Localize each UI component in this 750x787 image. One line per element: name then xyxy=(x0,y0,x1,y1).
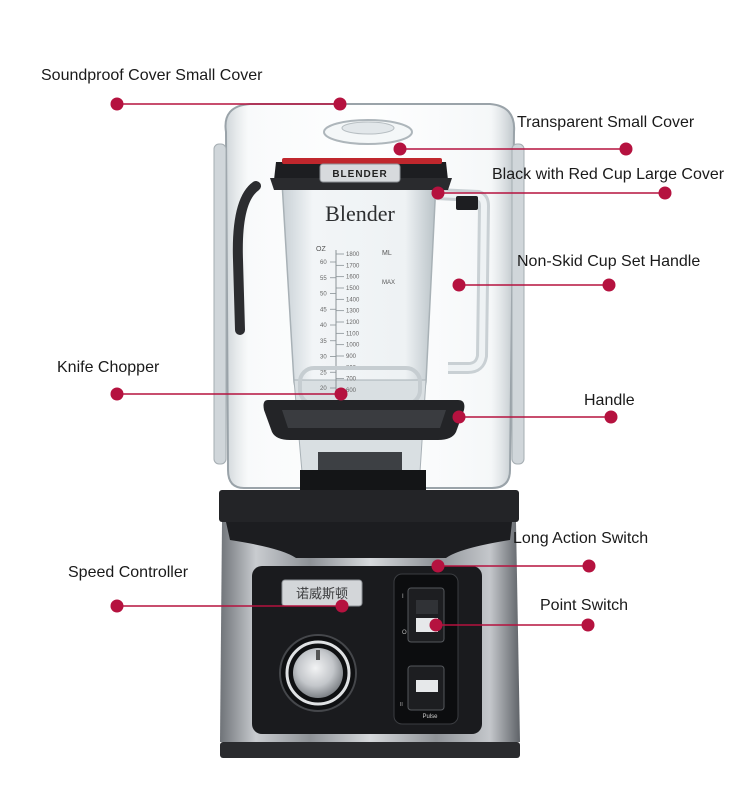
label-speed-controller: Speed Controller xyxy=(68,564,189,581)
marker-blackred-end xyxy=(658,186,672,200)
oz-unit: OZ xyxy=(316,246,326,253)
ml-mark: 1300 xyxy=(346,309,360,315)
marker-transparent-end xyxy=(619,142,633,156)
label-soundproof-cover: Soundproof Cover Small Cover xyxy=(41,67,263,84)
marker-handle-point xyxy=(452,410,466,424)
cup-large-cover: BLENDER xyxy=(270,158,478,210)
marker-point-end xyxy=(581,618,595,632)
blender-illustration: Blender OZ ML MAX 60 55 50 45 40 35 30 25 20 180… xyxy=(213,103,525,758)
ml-unit: ML xyxy=(382,250,392,257)
oz-mark: 55 xyxy=(320,276,327,282)
ml-mark: 1500 xyxy=(346,286,360,292)
oz-marks: 60 55 50 45 40 35 30 25 20 xyxy=(320,260,336,392)
label-black-red-cup-cover: Black with Red Cup Large Cover xyxy=(492,166,725,183)
ml-mark: 900 xyxy=(346,354,357,360)
oz-mark: 45 xyxy=(320,307,327,313)
marker-point-point xyxy=(429,618,443,632)
marker-speed-end xyxy=(110,599,124,613)
ml-mark: 1200 xyxy=(346,320,360,326)
label-point-switch: Point Switch xyxy=(540,597,629,614)
label-handle: Handle xyxy=(584,392,635,409)
speed-knob xyxy=(279,634,357,712)
lid-badge: BLENDER xyxy=(332,169,387,180)
marker-handle-end xyxy=(604,410,618,424)
marker-nonskid-end xyxy=(602,278,616,292)
ml-mark: 1400 xyxy=(346,297,360,303)
oz-mark: 30 xyxy=(320,355,327,361)
marker-longaction-point xyxy=(431,559,445,573)
ml-mark: 700 xyxy=(346,377,357,383)
marker-longaction-end xyxy=(582,559,596,573)
label-knife-chopper: Knife Chopper xyxy=(57,359,160,376)
ml-mark: 600 xyxy=(346,388,357,394)
label-transparent-small-cover: Transparent Small Cover xyxy=(517,114,695,131)
marker-speed-point xyxy=(335,599,349,613)
switch-cluster: I O II Pulse xyxy=(393,573,459,725)
marker-nonskid-point xyxy=(452,278,466,292)
switch-mark-on: I xyxy=(402,594,404,600)
marker-soundproof-end xyxy=(110,97,124,111)
callout-leaders xyxy=(110,97,672,632)
oz-mark: 50 xyxy=(320,292,327,298)
max-mark: MAX xyxy=(382,280,395,286)
oz-mark: 25 xyxy=(320,370,327,376)
oz-mark: 40 xyxy=(320,323,327,329)
blade-assembly xyxy=(300,452,426,490)
motor-base xyxy=(219,490,520,758)
ml-mark: 1700 xyxy=(346,263,360,269)
oz-mark: 20 xyxy=(320,386,327,392)
ml-mark: 1100 xyxy=(346,331,360,337)
label-non-skid-handle: Non-Skid Cup Set Handle xyxy=(517,253,701,270)
label-long-action-switch: Long Action Switch xyxy=(513,530,649,547)
oz-mark: 60 xyxy=(320,260,327,266)
ml-mark: 1800 xyxy=(346,252,360,258)
switch2-mark: II xyxy=(400,702,403,708)
oz-mark: 35 xyxy=(320,339,327,345)
marker-knife-point xyxy=(334,387,348,401)
switch-mark-off: O xyxy=(402,630,407,636)
jar-brand: Blender xyxy=(325,201,395,226)
jar-handle-ring xyxy=(263,366,465,440)
marker-blackred-point xyxy=(431,186,445,200)
panel-badge: 诺威斯顿 xyxy=(296,587,348,602)
marker-transparent-point xyxy=(393,142,407,156)
ml-marks: 1800170016001500140013001200110010009008… xyxy=(336,252,360,394)
marker-soundproof-point xyxy=(333,97,347,111)
marker-knife-end xyxy=(110,387,124,401)
ml-mark: 1600 xyxy=(346,275,360,281)
pulse-label: Pulse xyxy=(422,714,438,720)
ml-mark: 1000 xyxy=(346,343,360,349)
